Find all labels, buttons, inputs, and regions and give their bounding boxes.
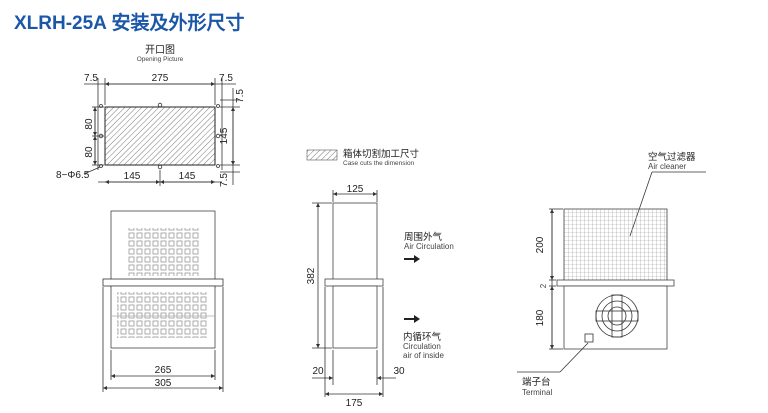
terminal-cn: 端子台 <box>522 376 551 388</box>
opening-dim-bottom-right: 145 <box>179 171 196 182</box>
air-circulation-en: Air Circulation <box>404 242 454 251</box>
upper-vent-grille <box>127 228 199 276</box>
side-dim-height: 382 <box>306 267 317 284</box>
opening-caption-cn: 开口图 <box>145 44 175 56</box>
side-dim-bottom: 175 <box>346 398 363 409</box>
side-dim-top: 125 <box>347 184 364 195</box>
page-title: XLRH-25A 安装及外形尺寸 <box>14 13 245 34</box>
opening-dim-right-height: 145 <box>219 127 230 144</box>
terminal-en: Terminal <box>522 388 552 397</box>
air-circulation-cn: 周围外气 <box>404 231 443 243</box>
opening-dim-left-upper: 80 <box>84 118 95 130</box>
right-dim-gap: 2 <box>539 283 548 288</box>
opening-diagram <box>83 78 240 186</box>
inner-circulation-en-2: air of inside <box>403 351 444 360</box>
inner-circulation-cn: 内循环气 <box>403 331 442 343</box>
inner-flow-arrow-icon <box>404 315 420 323</box>
opening-dim-top-right: 7.5 <box>219 73 233 84</box>
right-dim-lower: 180 <box>535 309 546 326</box>
front-dim-outer: 305 <box>155 378 172 389</box>
opening-dim-top-left: 7.5 <box>84 73 98 84</box>
air-flow-arrow-icon <box>404 255 420 263</box>
lower-vent-grille <box>117 292 207 338</box>
air-cleaner-cn: 空气过滤器 <box>648 151 696 163</box>
air-cleaner-filter <box>563 208 668 282</box>
opening-dim-right-top: 7.5 <box>235 89 246 103</box>
side-dim-left: 20 <box>312 366 324 377</box>
opening-caption-en: Opening Picture <box>137 56 184 63</box>
opening-dim-top-width: 275 <box>152 73 169 84</box>
right-dim-upper: 200 <box>535 236 546 253</box>
opening-dim-left-lower: 80 <box>84 146 95 158</box>
side-dim-right: 30 <box>393 366 405 377</box>
legend-cn: 箱体切割加工尺寸 <box>343 148 420 160</box>
front-dim-inner: 265 <box>155 365 172 376</box>
side-view <box>312 190 396 397</box>
opening-hole-spec: 8−Φ6.5 <box>56 170 90 181</box>
right-view <box>517 171 706 373</box>
opening-cutout <box>104 106 216 166</box>
air-cleaner-en: Air cleaner <box>648 162 687 171</box>
terminal-block <box>584 333 594 343</box>
legend-en: Case cuts the dimension <box>343 160 415 167</box>
opening-dim-right-bottom: 7.5 <box>219 173 230 187</box>
opening-dim-bottom-left: 145 <box>124 171 141 182</box>
legend-hatch-swatch <box>306 149 338 161</box>
inner-circulation-en-1: Circulation <box>403 342 441 351</box>
front-view <box>102 210 224 392</box>
